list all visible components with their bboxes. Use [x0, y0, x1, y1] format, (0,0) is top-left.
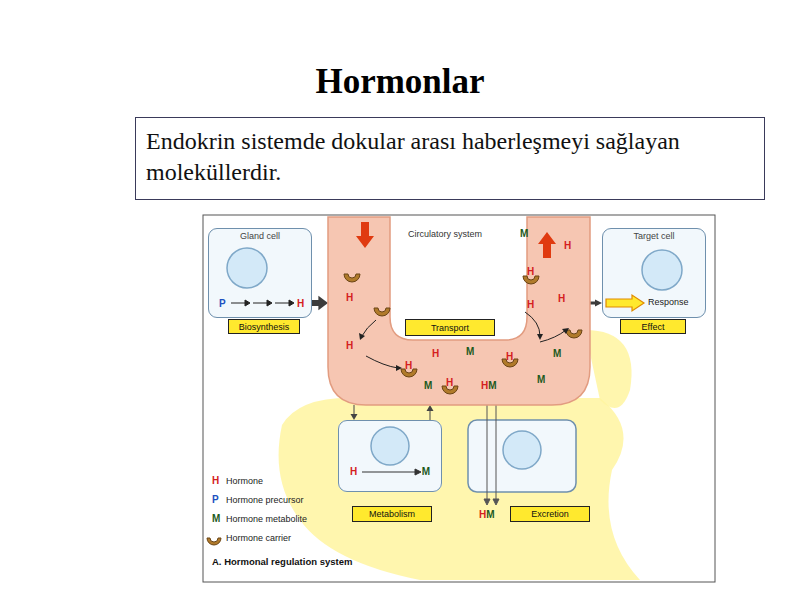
molecule-letter: H	[212, 475, 219, 486]
flow-connector	[312, 296, 328, 310]
hormone-carrier	[374, 308, 390, 316]
molecule-letter: H	[564, 240, 571, 251]
flow-connector	[427, 405, 434, 420]
molecule-letter: HM	[481, 380, 497, 391]
process-tag: Transport	[405, 319, 495, 336]
connector-line	[430, 410, 431, 420]
node-text: Excretion	[531, 509, 569, 519]
molecule-letter: H	[405, 360, 412, 371]
arrow-head	[562, 328, 569, 334]
response-arrow	[606, 295, 644, 311]
molecule-letter: H	[297, 298, 304, 309]
molecule-letter: M	[520, 228, 528, 239]
process-tag: Metabolism	[352, 506, 432, 522]
molecule-letter: M	[553, 348, 561, 359]
synthesis-arrows	[231, 300, 294, 306]
flow-connector	[351, 405, 358, 420]
molecule-letter: H	[432, 348, 439, 359]
binding-arrow	[366, 356, 398, 368]
flow-arrow	[356, 222, 374, 248]
molecule-letter: M	[424, 380, 432, 391]
node-heading: Gland cell	[209, 231, 311, 241]
node-heading: Target cell	[603, 231, 705, 241]
definition-box: Endokrin sistemde dokular arası haberleş…	[135, 117, 765, 200]
node-text: Effect	[642, 322, 665, 332]
binding-arrow	[540, 330, 566, 342]
process-tag: Biosynthesis	[228, 319, 300, 334]
hormone-carrier	[344, 274, 360, 282]
page-title: Hormonlar	[0, 62, 800, 102]
molecule-letter: H	[527, 299, 534, 310]
molecule-letter: HM	[479, 509, 495, 520]
hormone-carrier	[566, 330, 582, 338]
arrow-head	[359, 333, 365, 340]
molecule-letter: P	[219, 298, 226, 309]
node-text: Biosynthesis	[239, 322, 290, 332]
molecule-letter: M	[466, 346, 474, 357]
tissue-shading	[585, 330, 632, 408]
molecule-letter: H	[446, 377, 453, 388]
hormone-carrier	[523, 276, 539, 284]
legend-text: Hormone carrier	[226, 533, 291, 543]
binding-arrow	[362, 320, 376, 336]
response-label: Response	[648, 297, 689, 307]
process-tag: Excretion	[510, 506, 590, 522]
vessel-band	[328, 217, 590, 405]
circulatory-band: Circulatory systemTransport	[328, 217, 590, 405]
band-details	[344, 222, 582, 394]
figure-frame	[203, 215, 715, 582]
flow-arrow	[538, 232, 556, 258]
metabolism-arrow	[362, 469, 421, 475]
molecule-letter: M	[212, 513, 220, 524]
carrier-symbol	[207, 538, 221, 545]
connector-line	[354, 405, 355, 415]
legend-text: Hormone metabolite	[226, 514, 307, 524]
process-tag: Effect	[620, 319, 686, 334]
arrow-head	[427, 405, 434, 411]
node-text: Endokrin sistemde dokular arası haberleş…	[146, 126, 756, 188]
node-heading: Circulatory system	[408, 229, 482, 239]
flow-connector	[590, 299, 602, 306]
node-text: H	[350, 466, 357, 477]
arrow-head	[318, 296, 328, 310]
binding-arrows	[362, 312, 566, 368]
metabolizing-cell: HM	[338, 420, 442, 492]
node-text: M	[422, 466, 430, 477]
molecule-letter: H	[527, 266, 534, 277]
figure-caption: A. Hormonal regulation system	[212, 556, 352, 567]
molecule-letter: H	[346, 340, 353, 351]
molecule-letter: H	[558, 293, 565, 304]
node-text: Transport	[431, 323, 469, 333]
legend-text: Hormone precursor	[226, 495, 304, 505]
molecule-letter: H	[346, 292, 353, 303]
arrow-head	[537, 334, 543, 340]
excretion-arrows	[484, 395, 499, 505]
legend-text: Hormone	[226, 476, 263, 486]
band-outline	[328, 217, 590, 405]
molecule-letter: P	[212, 494, 219, 505]
molecule-letter: M	[537, 374, 545, 385]
arrow-head	[396, 365, 402, 371]
arrow-head	[595, 299, 602, 306]
binding-arrow	[525, 312, 540, 336]
tissue-shading	[279, 398, 640, 580]
molecule-letter: H	[506, 351, 513, 362]
node-text: Metabolism	[369, 509, 415, 519]
